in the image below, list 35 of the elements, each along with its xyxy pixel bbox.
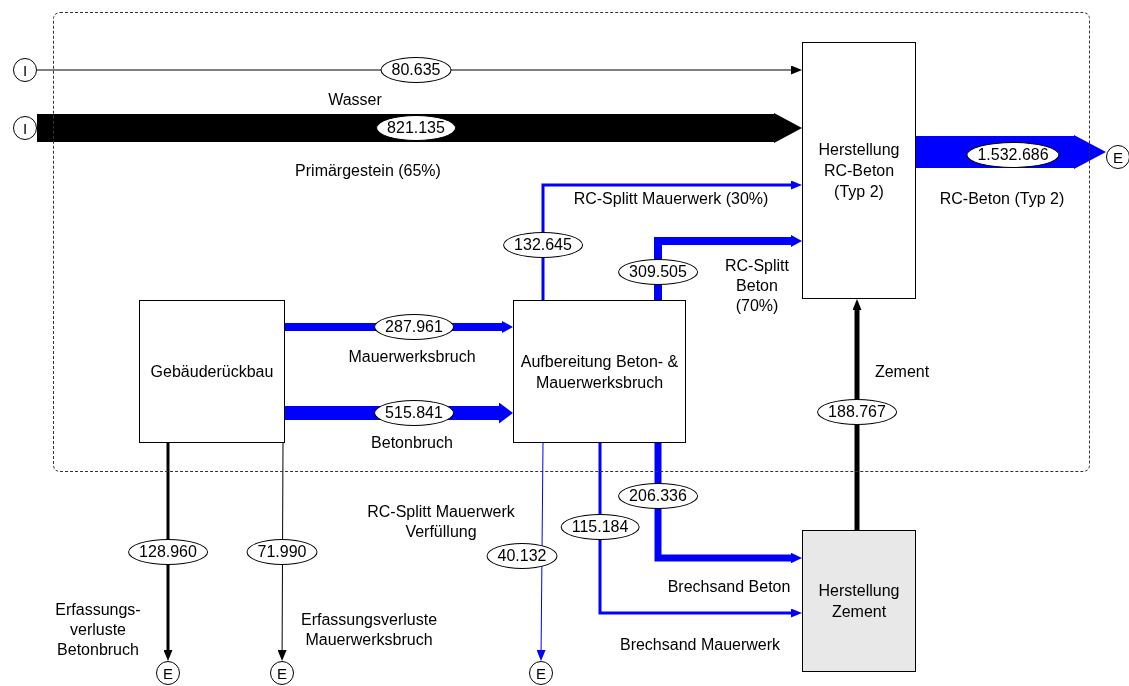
terminal-circle: E: [156, 661, 180, 685]
flow-arrow: [916, 136, 1106, 168]
flow-value-label: 287.961: [374, 314, 454, 340]
flow-arrow: [541, 180, 800, 300]
flow-name-label: Primärgestein (65%): [295, 161, 441, 181]
flow-arrow: [654, 443, 802, 564]
flow-value-label: 80.635: [380, 57, 452, 83]
flow-value-label: 71.990: [246, 539, 318, 565]
flow-value-label: 309.505: [618, 259, 698, 285]
terminal-circle: E: [270, 661, 294, 685]
process-box: Gebäuderückbau: [139, 300, 285, 443]
flow-value-label: 40.132: [486, 543, 558, 569]
flow-value-label: 515.841: [374, 400, 454, 426]
flow-name-label: RC-Beton (Typ 2): [939, 189, 1065, 209]
flow-arrow: [536, 442, 546, 659]
process-box: Herstellung Zement: [802, 530, 916, 672]
terminal-circle: I: [13, 116, 37, 140]
terminal-circle: I: [13, 58, 37, 82]
process-box: Aufbereitung Beton- & Mauerwerksbruch: [513, 300, 686, 443]
process-box: Herstellung RC-Beton (Typ 2): [802, 42, 916, 299]
flow-arrow: [36, 65, 800, 75]
flow-value-label: 188.767: [817, 399, 897, 425]
flow-arrow: [598, 443, 800, 618]
flow-value-label: 115.184: [560, 514, 640, 540]
system-boundary: [53, 12, 1090, 472]
flow-value-label: 128.960: [128, 539, 208, 565]
flow-arrow: [852, 301, 862, 530]
flow-arrow: [37, 114, 802, 142]
flow-arrow: [163, 443, 173, 659]
flow-value-label: 206.336: [618, 483, 698, 509]
flow-value-label: 132.645: [503, 232, 583, 258]
terminal-circle: E: [529, 661, 553, 685]
flow-name-label: RC-Splitt Mauerwerk (30%): [573, 189, 769, 209]
flow-arrow: [277, 442, 287, 659]
terminal-circle: E: [1106, 145, 1129, 169]
